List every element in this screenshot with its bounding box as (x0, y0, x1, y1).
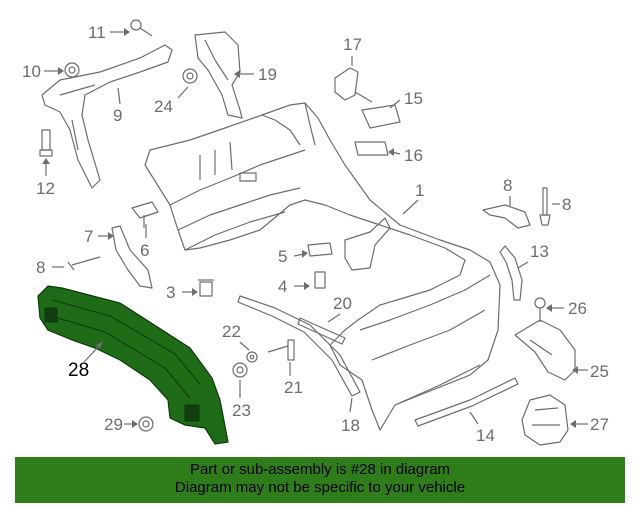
callout-2: 3 (166, 283, 175, 302)
callout-8-right: 8 (562, 195, 571, 214)
part-1-bumper-cover[interactable] (144, 102, 501, 431)
part-6-bracket[interactable] (111, 225, 153, 289)
part-11-screw[interactable] (130, 19, 153, 37)
part-5-clip[interactable] (131, 201, 159, 228)
callout-29: 29 (104, 415, 123, 434)
callout-24: 24 (154, 97, 173, 116)
part-14-trim-strip[interactable] (414, 377, 519, 427)
callout-20: 20 (333, 294, 352, 313)
callout-15: 15 (404, 89, 423, 108)
part-9-rail[interactable] (41, 44, 173, 189)
callout-21: 21 (284, 378, 303, 397)
part-23-nut[interactable] (232, 362, 248, 378)
part-2-bolt[interactable] (198, 279, 214, 297)
part-3-nut[interactable] (314, 271, 326, 289)
callout-23: 23 (232, 401, 251, 420)
part-bracket-lower (344, 217, 391, 271)
part-27-housing[interactable] (521, 394, 569, 446)
callout-1: 1 (415, 181, 424, 200)
info-banner: Part or sub-assembly is #28 in diagram D… (15, 457, 625, 503)
callout-14: 14 (476, 426, 495, 445)
part-8-pin-right[interactable] (539, 187, 551, 226)
callout-5: 6 (140, 241, 149, 260)
part-17-bracket[interactable] (334, 67, 373, 103)
callout-13: 13 (530, 242, 549, 261)
part-15-mount[interactable] (361, 104, 401, 129)
callout-22: 22 (222, 322, 241, 341)
callout-7: 8 (503, 176, 512, 195)
part-25-bracket[interactable] (514, 319, 576, 381)
callout-17: 17 (343, 35, 362, 54)
callout-4: 5 (278, 247, 287, 266)
parts-diagram: 1 28 9 19 11 10 24 (22, 19, 609, 446)
part-8-pin-left[interactable] (67, 256, 101, 271)
part-29-nut[interactable] (138, 416, 154, 432)
callout-9: 9 (113, 106, 122, 125)
callout-26: 26 (568, 299, 587, 318)
part-21-bolt[interactable] (267, 339, 295, 361)
callout-11: 11 (88, 23, 106, 42)
callout-27: 27 (590, 415, 609, 434)
callout-18: 18 (341, 416, 360, 435)
callout-8-left: 8 (36, 258, 45, 277)
callout-16: 16 (404, 146, 423, 165)
part-26-screw[interactable] (534, 297, 546, 322)
part-16-pad[interactable] (354, 141, 389, 156)
part-24-nut[interactable] (182, 68, 198, 84)
part-28-bumper-reinforcement[interactable] (37, 285, 229, 445)
part-28-body (37, 285, 229, 445)
part-12-bolt[interactable] (39, 129, 53, 157)
part-18-reflector-strip[interactable] (237, 295, 361, 397)
callout-6: 7 (84, 227, 93, 246)
banner-line-1: Part or sub-assembly is #28 in diagram (189, 461, 451, 478)
part-13-strip[interactable] (499, 245, 523, 301)
callout-12: 12 (36, 179, 55, 198)
part-19-bracket[interactable] (194, 31, 243, 119)
callout-10: 10 (22, 62, 41, 81)
callout-25: 25 (590, 362, 609, 381)
banner-line-2: Diagram may not be specific to your vehi… (174, 479, 466, 496)
callout-19: 19 (258, 65, 277, 84)
part-4-clip[interactable] (307, 242, 333, 257)
callout-3: 4 (278, 277, 287, 296)
part-10-clip[interactable] (64, 62, 80, 78)
part-20-bracket[interactable] (297, 317, 346, 345)
part-22-washer[interactable] (246, 351, 258, 363)
callout-28: 28 (68, 360, 89, 381)
part-7-bracket[interactable] (482, 204, 531, 229)
